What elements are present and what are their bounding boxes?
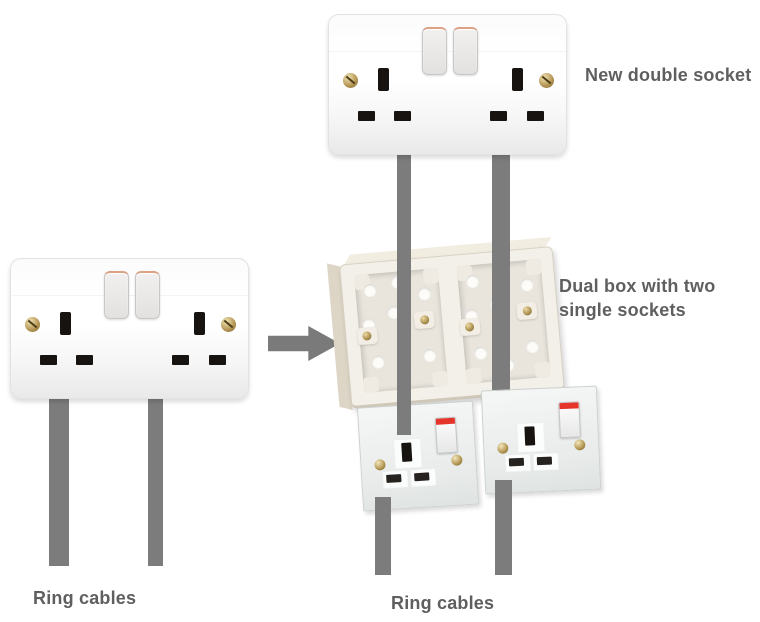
ring-cable (397, 135, 411, 435)
corner-gusset (422, 268, 440, 285)
line-pin-slot (527, 111, 544, 121)
earth-pin-slot (524, 426, 536, 446)
corner-gusset (363, 376, 380, 393)
rocker-switch (422, 27, 447, 75)
corner-gusset (534, 361, 551, 378)
corner-gusset (465, 367, 482, 384)
rocker-switch (104, 271, 129, 319)
line-pin-slot (508, 457, 525, 467)
arrow-right-icon (268, 326, 340, 361)
socket-gloss (11, 259, 248, 296)
line-pin-slot (386, 474, 402, 483)
ring-cable (148, 393, 163, 566)
label-ring-cables-right: Ring cables (391, 593, 495, 613)
knockout-hole (473, 346, 488, 361)
switch-red-indicator (558, 401, 581, 439)
single-socket-right (480, 385, 602, 495)
knockout-hole (422, 348, 437, 363)
screw (450, 454, 463, 466)
earth-pin-slot (401, 442, 413, 462)
line-pin-slot (209, 355, 226, 365)
existing-double-socket (10, 258, 249, 399)
earth-pin-slot (194, 312, 205, 335)
line-pin-slot (172, 355, 189, 365)
ring-cable (495, 480, 512, 575)
knockout-hole (371, 355, 386, 370)
line-pin-slot (40, 355, 57, 365)
line-pin-slot (394, 111, 411, 121)
ring-cable (492, 135, 510, 425)
label-new-double-socket: New double socket (585, 65, 752, 85)
earth-pin-slot (378, 68, 389, 91)
screw (539, 73, 554, 88)
line-pin-slot (414, 472, 430, 482)
rocker-switch (453, 27, 478, 75)
switch-red-indicator (434, 416, 458, 454)
line-pin-slot (536, 456, 553, 466)
screw (221, 317, 236, 332)
screw (574, 439, 586, 451)
knockout-hole (417, 286, 432, 301)
line-pin-slot (358, 111, 375, 121)
earth-pin-slot (512, 68, 523, 91)
knockout-hole (520, 277, 535, 292)
line-pin-slot (490, 111, 507, 121)
ring-cable (375, 497, 391, 575)
red-indicator (559, 402, 579, 410)
corner-gusset (525, 259, 542, 276)
ring-cable (49, 393, 69, 566)
earth-pin-slot (60, 312, 71, 335)
label-ring-cables-left: Ring cables (33, 588, 137, 608)
screw (343, 73, 358, 88)
knockout-hole (525, 339, 540, 354)
screw (374, 459, 386, 471)
rocker-switch (135, 271, 160, 319)
new-double-socket (328, 14, 567, 155)
screw (497, 442, 509, 454)
knockout-hole (362, 283, 378, 298)
dual-pattress-box (326, 237, 565, 410)
red-indicator (435, 417, 456, 425)
line-pin-slot (76, 355, 93, 365)
label-dual-box: Dual box with two single sockets (559, 276, 716, 320)
knockout-hole (465, 274, 480, 289)
corner-gusset (431, 370, 449, 387)
box-front-face (339, 245, 565, 410)
socket-gloss (329, 15, 566, 52)
single-socket-left (356, 400, 480, 512)
screw (25, 317, 40, 332)
